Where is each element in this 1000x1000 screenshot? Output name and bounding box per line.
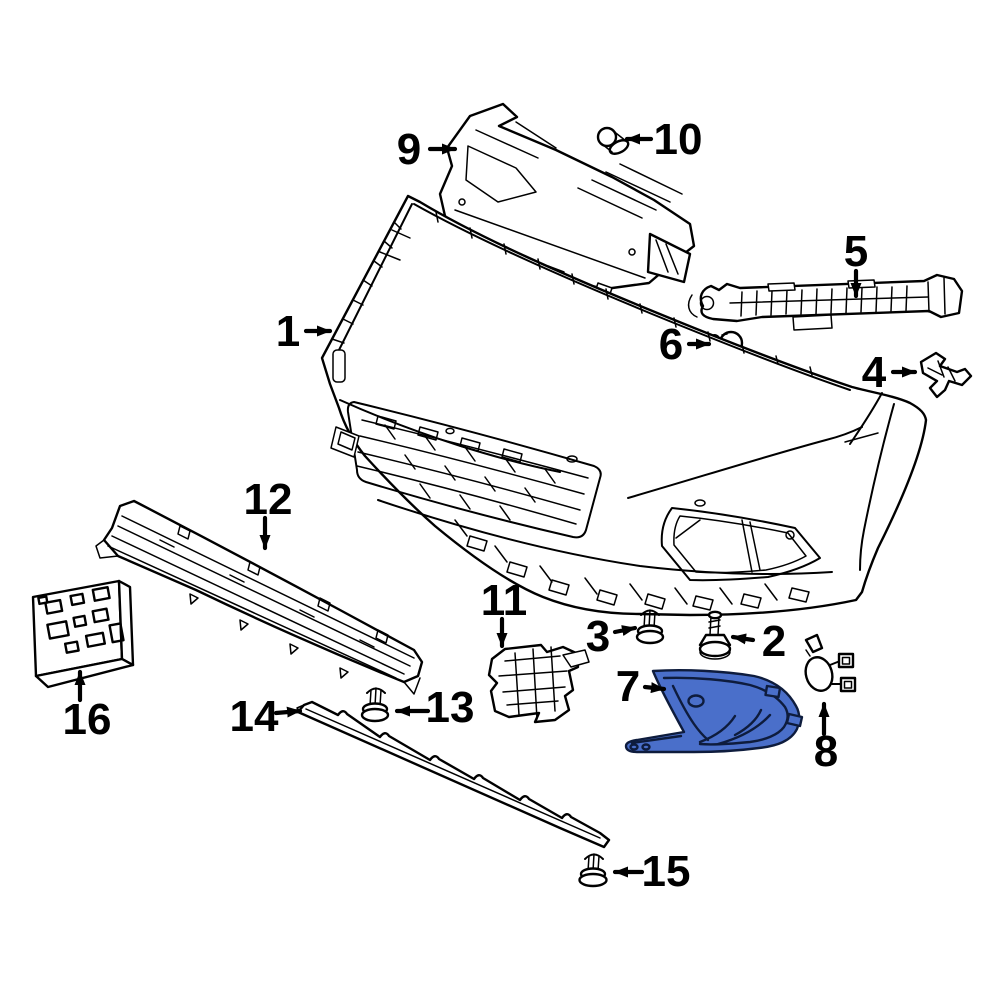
callout-15[interactable]: 15 bbox=[612, 847, 691, 896]
callout-12-label: 12 bbox=[244, 475, 293, 524]
part-5-spacer-bracket bbox=[687, 273, 964, 331]
callout-3[interactable]: 3 bbox=[586, 612, 638, 661]
callout-2[interactable]: 2 bbox=[730, 617, 786, 666]
callout-2-arrow bbox=[730, 633, 756, 645]
callout-15-label: 15 bbox=[642, 847, 691, 896]
callout-11-label: 11 bbox=[481, 576, 528, 625]
callout-12[interactable]: 12 bbox=[244, 475, 293, 551]
callout-4[interactable]: 4 bbox=[862, 348, 918, 397]
callout-1[interactable]: 1 bbox=[276, 307, 333, 356]
callout-1-label: 1 bbox=[276, 307, 300, 356]
callout-14-arrow bbox=[273, 706, 303, 718]
callout-2-label: 2 bbox=[762, 617, 786, 666]
part-10-clip bbox=[596, 126, 630, 155]
callout-13[interactable]: 13 bbox=[394, 683, 475, 732]
callout-14[interactable]: 14 bbox=[230, 692, 303, 741]
part-1-bumper-cover bbox=[320, 194, 928, 617]
part-14-trim-strip bbox=[296, 700, 611, 849]
part-15-clip bbox=[578, 853, 608, 888]
callout-5-label: 5 bbox=[844, 227, 868, 276]
part-11-side-bracket bbox=[487, 643, 590, 724]
part-8-fog-plug bbox=[804, 633, 857, 693]
callout-6-label: 6 bbox=[659, 320, 683, 369]
callout-7-arrow bbox=[642, 682, 667, 694]
callout-11[interactable]: 11 bbox=[481, 576, 528, 649]
callout-7[interactable]: 7 bbox=[616, 662, 667, 711]
part-2-screw bbox=[698, 610, 732, 660]
callout-8[interactable]: 8 bbox=[814, 701, 838, 776]
part-3-clip bbox=[635, 609, 665, 645]
callout-13-label: 13 bbox=[426, 683, 475, 732]
callout-9-label: 9 bbox=[397, 125, 421, 174]
part-4-small-bracket bbox=[919, 351, 973, 399]
callout-10-label: 10 bbox=[654, 115, 703, 164]
part-12-lower-grille bbox=[95, 499, 424, 695]
callout-8-label: 8 bbox=[814, 727, 838, 776]
part-13-clip bbox=[360, 687, 390, 723]
callout-16[interactable]: 16 bbox=[63, 669, 112, 744]
callout-7-label: 7 bbox=[616, 662, 640, 711]
callout-16-label: 16 bbox=[63, 695, 112, 744]
part-7-fog-bezel[interactable] bbox=[624, 669, 804, 754]
callout-3-label: 3 bbox=[586, 612, 610, 661]
callout-6[interactable]: 6 bbox=[659, 320, 712, 369]
part-16-license-bracket bbox=[31, 579, 135, 689]
callout-4-label: 4 bbox=[862, 348, 887, 397]
callout-10[interactable]: 10 bbox=[624, 115, 703, 164]
callout-9[interactable]: 9 bbox=[397, 125, 458, 174]
callout-5[interactable]: 5 bbox=[844, 227, 868, 299]
callout-14-label: 14 bbox=[230, 692, 279, 741]
callout-3-arrow bbox=[612, 625, 638, 636]
